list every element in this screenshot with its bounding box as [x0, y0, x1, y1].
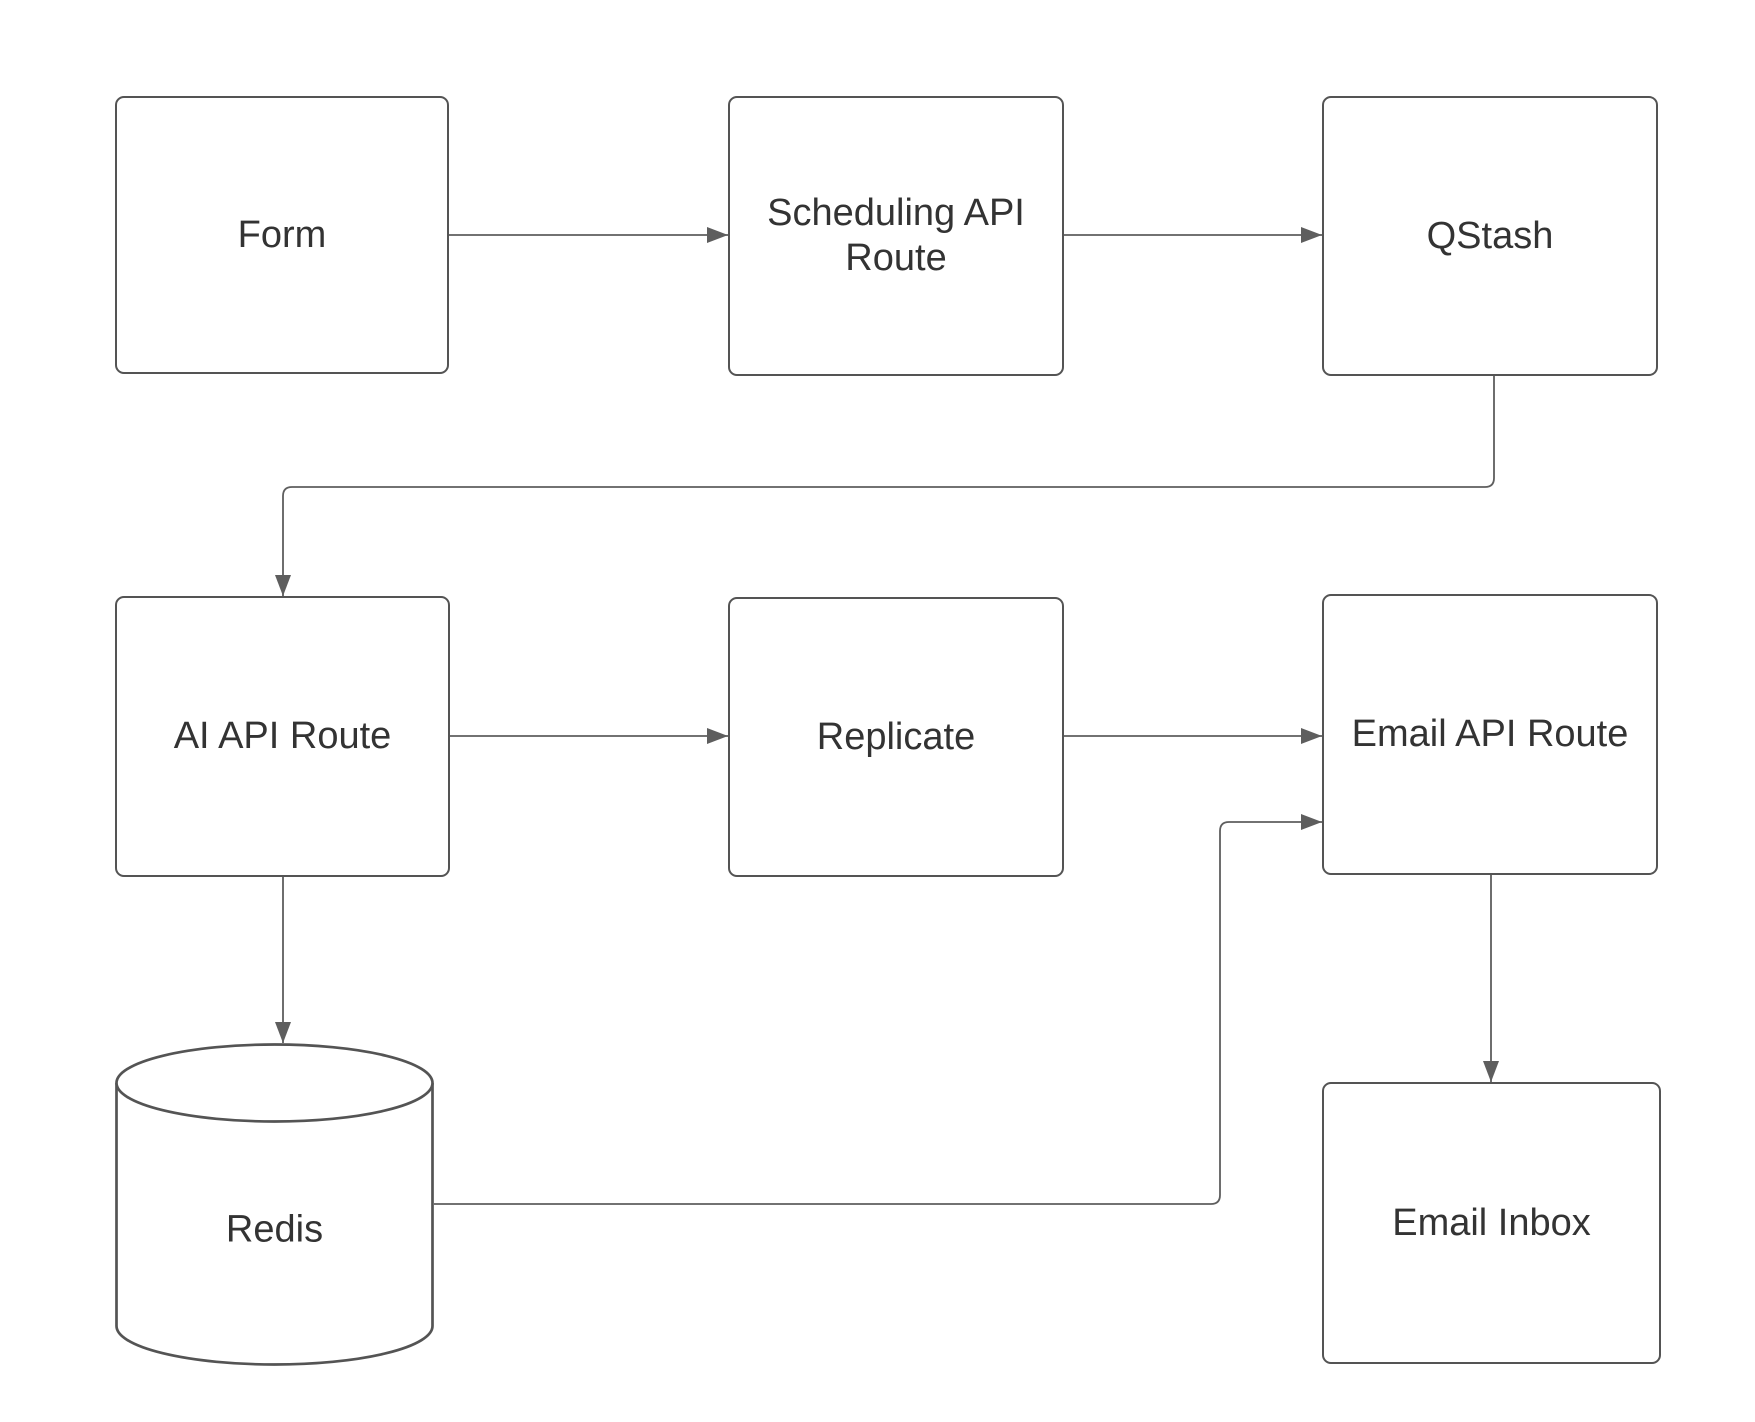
node-redis: Redis: [115, 1043, 434, 1366]
node-replicate: Replicate: [728, 597, 1064, 877]
node-redis-label: Redis: [225, 1208, 324, 1251]
database-cylinder-icon: [115, 1043, 434, 1366]
edge-redis-to-email-api-route: [434, 814, 1322, 1205]
node-email-inbox: Email Inbox: [1322, 1082, 1661, 1364]
node-scheduling-api-route-label: Scheduling API Route: [767, 192, 1025, 279]
node-form: Form: [115, 96, 449, 374]
node-qstash-label: QStash: [1426, 214, 1554, 257]
node-scheduling-api-route: Scheduling API Route: [728, 96, 1064, 376]
node-ai-api-route-label: AI API Route: [173, 715, 392, 758]
node-email-api-route: Email API Route: [1322, 594, 1658, 875]
edge-qstash-to-ai-api-route: [275, 376, 1495, 596]
node-replicate-label: Replicate: [816, 715, 976, 758]
node-email-api-route-label: Email API Route: [1351, 713, 1629, 756]
node-qstash: QStash: [1322, 96, 1658, 376]
node-email-inbox-label: Email Inbox: [1392, 1201, 1591, 1244]
node-ai-api-route: AI API Route: [115, 596, 450, 877]
node-form-label: Form: [237, 213, 327, 256]
